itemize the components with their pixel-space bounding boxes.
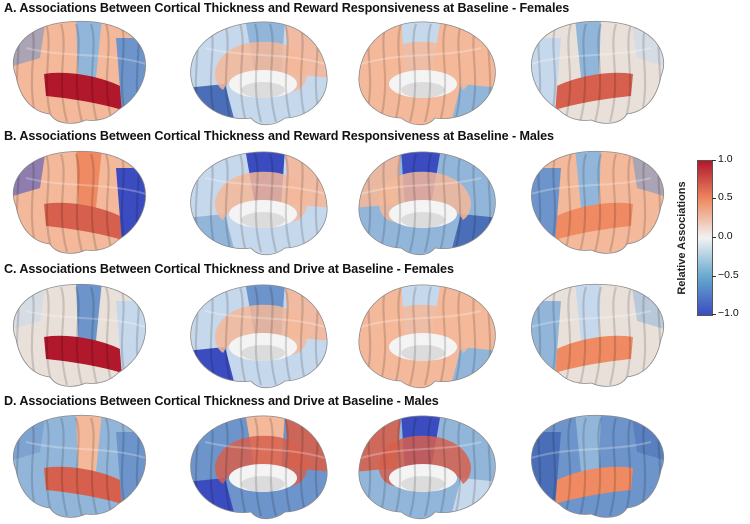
brain-right-medial xyxy=(353,412,501,524)
panel-c-title: C. Associations Between Cortical Thickne… xyxy=(4,262,454,276)
brain-left-lateral xyxy=(6,18,154,130)
panel-d-title: D. Associations Between Cortical Thickne… xyxy=(4,394,439,408)
colorbar-tick-label: 0.5 xyxy=(718,191,733,203)
brain-right-lateral xyxy=(523,412,671,524)
colorbar-tick-label: −0.5 xyxy=(718,269,739,281)
colorbar-tick xyxy=(712,198,716,199)
brain-right-lateral xyxy=(523,18,671,130)
colorbar-tick-label: 0.0 xyxy=(718,230,733,242)
brain-left-medial xyxy=(185,412,333,524)
colorbar-tick xyxy=(712,314,716,315)
colorbar-label: Relative Associations xyxy=(676,181,688,295)
brain-right-lateral xyxy=(523,281,671,393)
panel-b-title: B. Associations Between Cortical Thickne… xyxy=(4,129,554,143)
brain-left-medial xyxy=(185,281,333,393)
brain-left-medial xyxy=(185,148,333,260)
colorbar-tick xyxy=(712,160,716,161)
brain-left-medial xyxy=(185,18,333,130)
brain-right-medial xyxy=(353,148,501,260)
brain-right-medial xyxy=(353,281,501,393)
brain-left-lateral xyxy=(6,412,154,524)
brain-right-lateral xyxy=(523,148,671,260)
brain-left-lateral xyxy=(6,148,154,260)
panel-a-title: A. Associations Between Cortical Thickne… xyxy=(4,1,570,15)
colorbar-tick-label: −1.0 xyxy=(718,307,739,319)
colorbar-tick xyxy=(712,276,716,277)
brain-right-medial xyxy=(353,18,501,130)
colorbar-tick xyxy=(712,237,716,238)
colorbar-gradient xyxy=(697,160,713,316)
brain-left-lateral xyxy=(6,281,154,393)
colorbar-tick-label: 1.0 xyxy=(718,153,733,165)
